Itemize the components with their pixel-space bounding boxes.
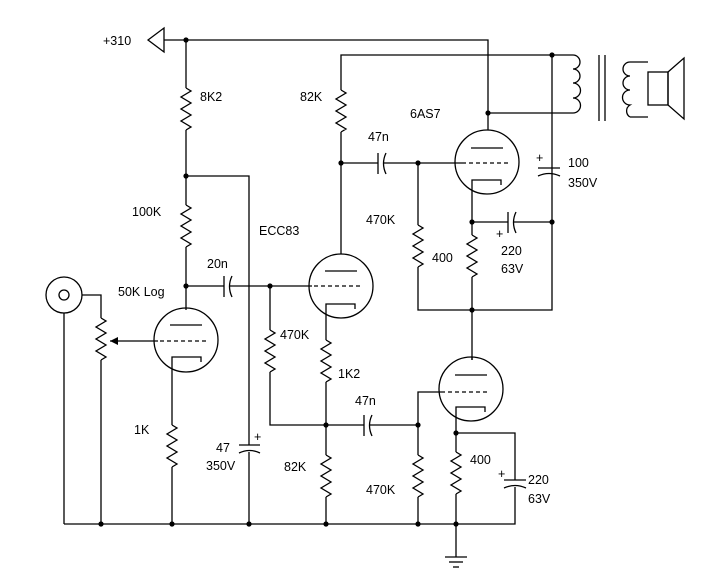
supply-label: +310 <box>103 34 131 48</box>
capacitor-220-bottom-voltage: 63V <box>528 492 551 506</box>
resistor-82k-top-label: 82K <box>300 90 323 104</box>
speaker-icon <box>647 56 685 121</box>
ground-bus <box>64 521 459 527</box>
capacitor-20n-label: 20n <box>207 257 228 271</box>
capacitor-47: + <box>238 430 261 454</box>
capacitor-47-voltage: 350V <box>206 459 236 473</box>
resistor-82k-top <box>334 89 348 133</box>
resistor-82k-bottom <box>319 454 333 498</box>
tube-6as7-lower <box>438 356 504 422</box>
svg-text:+: + <box>254 430 261 444</box>
tube-v1 <box>153 307 219 373</box>
resistor-470k-top-label: 470K <box>366 213 396 227</box>
resistor-100k-label: 100K <box>132 205 162 219</box>
capacitor-100-voltage: 350V <box>568 176 598 190</box>
ground-icon <box>445 556 467 568</box>
resistor-400-bottom <box>449 451 463 495</box>
resistor-400-top-label: 400 <box>432 251 453 265</box>
svg-text:+: + <box>496 227 503 241</box>
potentiometer-50k-label: 50K Log <box>118 285 165 299</box>
resistor-8k2 <box>179 87 193 131</box>
capacitor-47-value: 47 <box>216 441 230 455</box>
resistor-470k-grid <box>263 329 277 373</box>
resistor-8k2-label: 8K2 <box>200 90 222 104</box>
resistor-1k <box>165 424 179 468</box>
resistor-470k-top <box>411 224 425 268</box>
capacitor-100-value: 100 <box>568 156 589 170</box>
capacitor-47n-top <box>377 152 387 175</box>
potentiometer-50k <box>94 317 108 361</box>
tube-6as7-label: 6AS7 <box>410 107 441 121</box>
resistor-1k2-label: 1K2 <box>338 367 360 381</box>
resistor-400-bottom-label: 400 <box>470 453 491 467</box>
resistor-470k-bottom-label: 470K <box>366 483 396 497</box>
capacitor-220-top-voltage: 63V <box>501 262 524 276</box>
capacitor-220-bottom: + <box>498 467 527 489</box>
capacitor-47n-bottom-label: 47n <box>355 394 376 408</box>
capacitor-47n-bottom <box>363 414 373 437</box>
tube-ecc83 <box>308 253 374 319</box>
supply-rail <box>164 37 489 113</box>
tube-6as7-upper <box>454 129 520 195</box>
supply-symbol <box>146 26 165 54</box>
resistor-82k-bottom-label: 82K <box>284 460 307 474</box>
resistor-1k2 <box>319 339 333 383</box>
resistor-470k-bottom <box>411 454 425 498</box>
output-transformer <box>547 54 648 121</box>
capacitor-220-top: + <box>496 211 517 241</box>
svg-text:+: + <box>536 151 543 165</box>
resistor-470k-grid-label: 470K <box>280 328 310 342</box>
capacitor-220-bottom-value: 220 <box>528 473 549 487</box>
capacitor-20n <box>223 275 233 298</box>
resistor-100k <box>179 204 193 248</box>
resistor-400-top <box>465 234 479 278</box>
capacitor-47n-top-label: 47n <box>368 130 389 144</box>
input-jack <box>45 276 83 314</box>
capacitor-100: + <box>536 151 561 177</box>
svg-text:+: + <box>498 467 505 481</box>
capacitor-220-top-value: 220 <box>501 244 522 258</box>
resistor-1k-label: 1K <box>134 423 150 437</box>
tube-ecc83-label: ECC83 <box>259 224 299 238</box>
